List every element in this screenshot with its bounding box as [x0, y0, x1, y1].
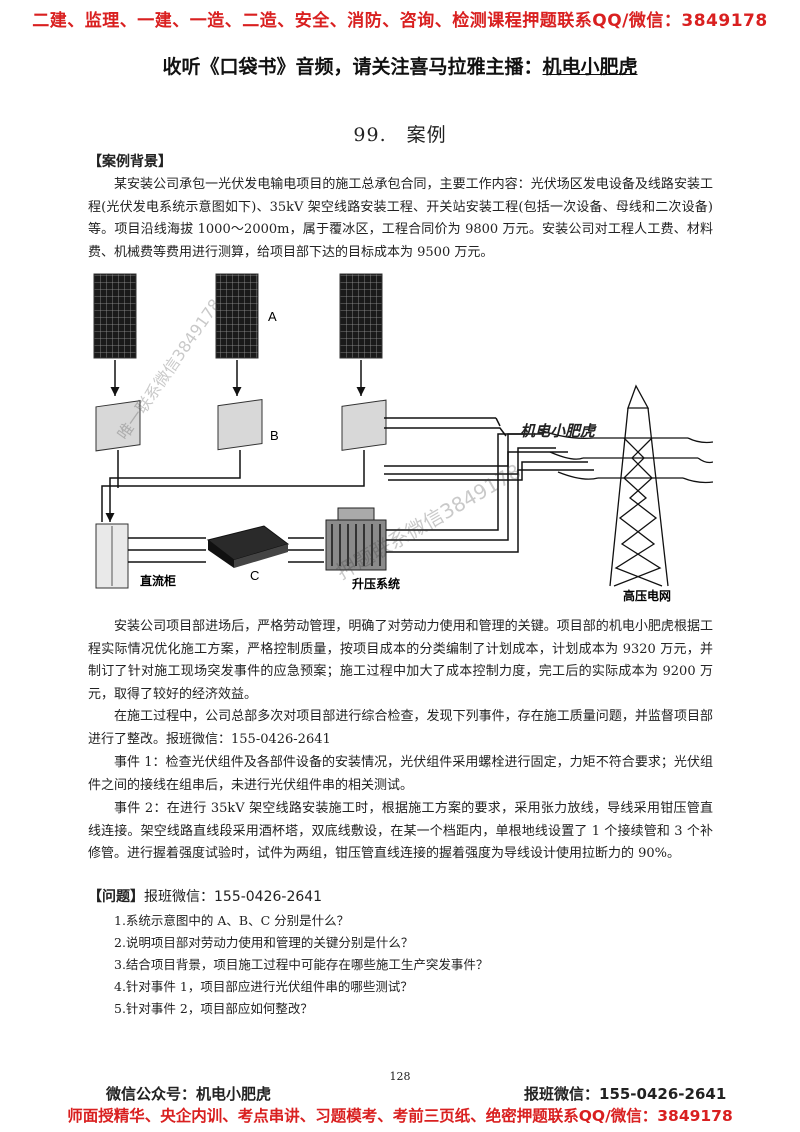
label-high-voltage-grid: 高压电网 — [623, 588, 671, 603]
page-number: 128 — [389, 1070, 411, 1083]
inverter-3 — [341, 399, 387, 451]
label-a: A — [268, 309, 277, 324]
subtitle-banner: 收听《口袋书》音频，请关注喜马拉雅主播：机电小肥虎 — [0, 52, 800, 79]
question-1: 1.系统示意图中的 A、B、C 分别是什么？ — [114, 913, 350, 928]
question-5: 5.针对事件 2，项目部应如何整改？ — [114, 1001, 313, 1016]
question-3: 3.结合项目背景，项目施工过程中可能存在哪些施工生产突发事件？ — [114, 957, 489, 972]
inverter-2 — [217, 398, 263, 451]
questions-heading: 【问题】报班微信：155-0426-2641 — [88, 886, 322, 906]
label-b: B — [270, 428, 279, 443]
question-4: 4.针对事件 1，项目部应进行光伏组件串的哪些测试？ — [114, 979, 413, 994]
subtitle-prefix: 收听《口袋书》音频，请关注喜马拉雅主播： — [162, 56, 543, 78]
question-2: 2.说明项目部对劳动力使用和管理的关键分别是什么？ — [114, 935, 414, 950]
bottom-banner: 师面授精华、央企内训、考点串讲、习题模考、考前三页纸、绝密押题联系QQ/微信：3… — [67, 1107, 733, 1125]
event-2-paragraph: 事件 2：在进行 35kV 架空线路安装施工时，根据施工方案的要求，采用张力放线… — [88, 801, 713, 861]
background-paragraph: 某安装公司承包一光伏发电输电项目的施工总承包合同，主要工作内容：光伏场区发电设备… — [88, 177, 713, 260]
footer-left: 微信公众号：机电小肥虎 — [106, 1085, 272, 1103]
event-1-paragraph: 事件 1：检查光伏组件及各部件设备的安装情况，光伏组件采用螺栓进行固定，力矩不符… — [88, 755, 713, 793]
label-dc-cabinet: 直流柜 — [140, 573, 176, 588]
label-boost-system: 升压系统 — [352, 576, 400, 591]
page-title: 99. 案例 — [353, 124, 447, 146]
body-paragraph-2: 在施工过程中，公司总部多次对项目部进行综合检查，发现下列事件，存在施工质量问题，… — [88, 709, 713, 747]
boost-transformer — [325, 507, 387, 571]
background-label: 【案例背景】 — [88, 154, 172, 170]
solar-panel-1 — [93, 273, 137, 359]
inverter-1 — [95, 400, 141, 452]
pv-system-diagram: A B 直流柜 C — [93, 273, 713, 603]
top-banner: 二建、监理、一建、一造、二造、安全、消防、咨询、检测课程押题联系QQ/微信：38… — [32, 11, 768, 31]
body-paragraph-1: 安装公司项目部进场后，严格劳动管理，明确了对劳动力使用和管理的关键。项目部的机电… — [88, 619, 713, 702]
component-c — [206, 525, 290, 568]
host-name-link[interactable]: 机电小肥虎 — [542, 56, 638, 78]
footer-right: 报班微信：155-0426-2641 — [524, 1085, 727, 1103]
questions-label: 【问题】 — [88, 889, 144, 905]
solar-panel-2 — [215, 273, 259, 359]
tower-brand-text: 机电小肥虎 — [520, 422, 597, 440]
questions-label-suffix: 报班微信：155-0426-2641 — [144, 889, 323, 905]
transmission-tower — [539, 384, 713, 587]
dc-cabinet — [95, 523, 129, 589]
solar-panel-3 — [339, 273, 383, 359]
label-c: C — [250, 568, 259, 583]
